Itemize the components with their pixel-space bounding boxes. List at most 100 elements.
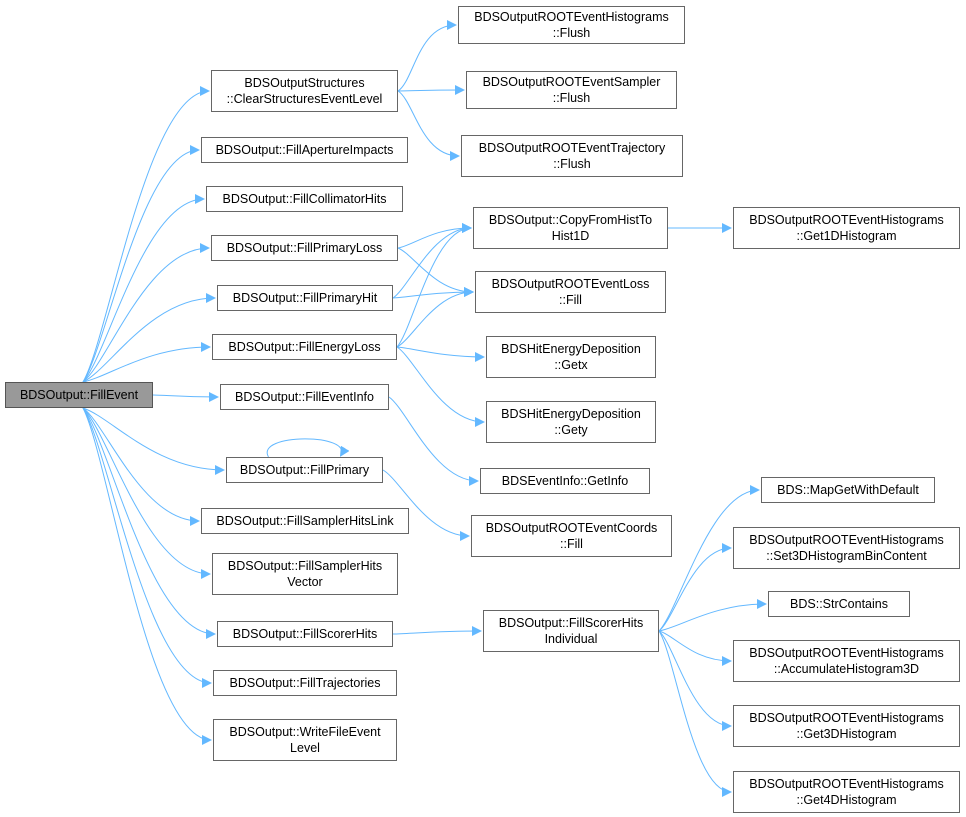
edge-fill-event-to-fill-aperture <box>82 145 200 383</box>
node-label-line: ::AccumulateHistogram3D <box>773 662 920 676</box>
node-hist-flush[interactable]: BDSOutputROOTEventHistograms::Flush <box>458 6 685 44</box>
edge-fill-event-to-fill-primary-loss <box>82 243 210 383</box>
node-label-line: BDSOutputStructures <box>244 76 365 90</box>
edge-fill-event-to-fill-trajectories <box>82 407 212 688</box>
node-label-line: ::Get3DHistogram <box>796 727 897 741</box>
node-label-line: ::Flush <box>553 157 591 171</box>
node-label-line: Hist1D <box>551 229 590 243</box>
edge-fill-energy-loss-to-getx <box>396 346 485 362</box>
edge-fill-event-to-fill-primary <box>82 407 225 475</box>
node-label-line: BDSOutputROOTEventHistograms <box>749 711 944 725</box>
edge-fill-event-to-fill-sampler-link <box>82 407 200 526</box>
node-label-line: BDSOutput::FillTrajectories <box>229 676 381 690</box>
node-fill-sampler-link[interactable]: BDSOutput::FillSamplerHitsLink <box>201 508 409 534</box>
edge-scorer-individual-to-get4d <box>658 630 732 797</box>
edge-scorer-individual-to-get3d <box>658 630 732 731</box>
edge-fill-event-to-fill-event-info <box>152 391 219 402</box>
node-fill-event-info[interactable]: BDSOutput::FillEventInfo <box>220 384 389 410</box>
node-fill-primary[interactable]: BDSOutput::FillPrimary <box>226 457 383 483</box>
node-label-line: BDSOutput::FillApertureImpacts <box>215 143 394 157</box>
node-fill-aperture[interactable]: BDSOutput::FillApertureImpacts <box>201 137 408 163</box>
edge-fill-primary-hit-to-copy-hist <box>392 223 472 299</box>
node-set3d[interactable]: BDSOutputROOTEventHistograms::Set3DHisto… <box>733 527 960 569</box>
node-label-line: ::ClearStructuresEventLevel <box>226 92 383 106</box>
node-label-line: BDSHitEnergyDeposition <box>501 342 641 356</box>
node-label-line: BDSOutput::FillPrimaryLoss <box>226 241 383 255</box>
edge-fill-event-info-to-get-info <box>388 396 479 486</box>
edge-scorer-individual-to-map-get <box>658 485 760 632</box>
edge-fill-event-to-fill-sampler-vector <box>82 407 211 579</box>
node-label-line: BDSOutputROOTEventCoords <box>485 521 658 535</box>
edge-fill-primary-to-coords-fill <box>382 469 470 541</box>
node-label-line: BDSOutput::FillCollimatorHits <box>222 192 387 206</box>
edge-fill-primary-to-fill-primary <box>266 438 350 458</box>
edge-fill-energy-loss-to-copy-hist <box>396 223 472 348</box>
node-traj-flush[interactable]: BDSOutputROOTEventTrajectory::Flush <box>461 135 683 177</box>
node-label-line: BDSHitEnergyDeposition <box>501 407 641 421</box>
edge-fill-event-to-fill-energy-loss <box>82 342 211 383</box>
node-label-line: BDSOutputROOTEventHistograms <box>749 777 944 791</box>
node-label-line: Individual <box>544 632 598 646</box>
node-get3d[interactable]: BDSOutputROOTEventHistograms::Get3DHisto… <box>733 705 960 747</box>
node-label-line: BDSOutputROOTEventHistograms <box>474 10 669 24</box>
node-fill-energy-loss[interactable]: BDSOutput::FillEnergyLoss <box>212 334 397 360</box>
node-label-line: ::Flush <box>552 26 591 40</box>
node-get4d[interactable]: BDSOutputROOTEventHistograms::Get4DHisto… <box>733 771 960 813</box>
edge-fill-primary-loss-to-loss-fill <box>397 247 474 297</box>
node-fill-event[interactable]: BDSOutput::FillEvent <box>5 382 153 408</box>
edge-scorer-individual-to-set3d <box>658 543 732 632</box>
node-label-line: ::Gety <box>554 423 588 437</box>
node-accumulate3d[interactable]: BDSOutputROOTEventHistograms::Accumulate… <box>733 640 960 682</box>
node-label-line: ::Get1DHistogram <box>796 229 897 243</box>
node-str-contains[interactable]: BDS::StrContains <box>768 591 910 617</box>
node-sampler-flush[interactable]: BDSOutputROOTEventSampler::Flush <box>466 71 677 109</box>
node-label-line: ::Flush <box>552 91 591 105</box>
node-label-line: BDSOutput::FillEvent <box>19 388 139 402</box>
edge-fill-energy-loss-to-gety <box>396 346 485 427</box>
node-fill-collimator[interactable]: BDSOutput::FillCollimatorHits <box>206 186 403 212</box>
node-label-line: BDSEventInfo::GetInfo <box>501 474 629 488</box>
node-fill-trajectories[interactable]: BDSOutput::FillTrajectories <box>213 670 397 696</box>
edge-clear-structures-to-hist-flush <box>397 20 457 92</box>
node-label-line: BDSOutput::FillScorerHits <box>232 627 378 641</box>
node-label-line: BDSOutput::FillPrimary <box>239 463 370 477</box>
node-label-line: BDSOutput::CopyFromHistTo <box>488 213 653 227</box>
edge-scorer-individual-to-accumulate3d <box>658 630 732 666</box>
node-coords-fill[interactable]: BDSOutputROOTEventCoords::Fill <box>471 515 672 557</box>
node-gety[interactable]: BDSHitEnergyDeposition::Gety <box>486 401 656 443</box>
node-getx[interactable]: BDSHitEnergyDeposition::Getx <box>486 336 656 378</box>
node-get-info[interactable]: BDSEventInfo::GetInfo <box>480 468 650 494</box>
node-clear-structures[interactable]: BDSOutputStructures::ClearStructuresEven… <box>211 70 398 112</box>
node-fill-scorer[interactable]: BDSOutput::FillScorerHits <box>217 621 393 647</box>
edge-fill-primary-loss-to-copy-hist <box>397 223 472 249</box>
node-label-line: BDSOutput::FillEventInfo <box>235 390 374 404</box>
edge-fill-event-to-fill-primary-hit <box>82 293 216 383</box>
node-label-line: ::Fill <box>559 293 582 307</box>
node-map-get[interactable]: BDS::MapGetWithDefault <box>761 477 935 503</box>
edge-fill-energy-loss-to-loss-fill <box>396 287 474 348</box>
node-label-line: ::Getx <box>554 358 588 372</box>
node-get1d[interactable]: BDSOutputROOTEventHistograms::Get1DHisto… <box>733 207 960 249</box>
node-label-line: BDSOutputROOTEventHistograms <box>749 213 944 227</box>
node-fill-primary-hit[interactable]: BDSOutput::FillPrimaryHit <box>217 285 393 311</box>
edge-scorer-individual-to-str-contains <box>658 599 767 632</box>
edge-fill-event-to-fill-scorer <box>82 407 216 639</box>
node-label-line: BDSOutput::FillSamplerHits <box>227 559 383 573</box>
node-label-line: BDS::StrContains <box>790 597 888 611</box>
node-loss-fill[interactable]: BDSOutputROOTEventLoss::Fill <box>475 271 666 313</box>
edge-fill-event-to-write-file-event <box>82 407 212 745</box>
edge-clear-structures-to-sampler-flush <box>397 85 465 96</box>
edge-fill-event-to-clear-structures <box>82 86 210 383</box>
node-label-line: BDSOutputROOTEventTrajectory <box>478 141 666 155</box>
edge-fill-primary-hit-to-loss-fill <box>392 287 474 299</box>
edge-fill-event-to-fill-collimator <box>82 194 205 383</box>
node-label-line: BDSOutput::FillEnergyLoss <box>228 340 381 354</box>
node-fill-primary-loss[interactable]: BDSOutput::FillPrimaryLoss <box>211 235 398 261</box>
node-label-line: BDSOutput::FillSamplerHitsLink <box>216 514 394 528</box>
node-label-line: ::Get4DHistogram <box>796 793 897 807</box>
